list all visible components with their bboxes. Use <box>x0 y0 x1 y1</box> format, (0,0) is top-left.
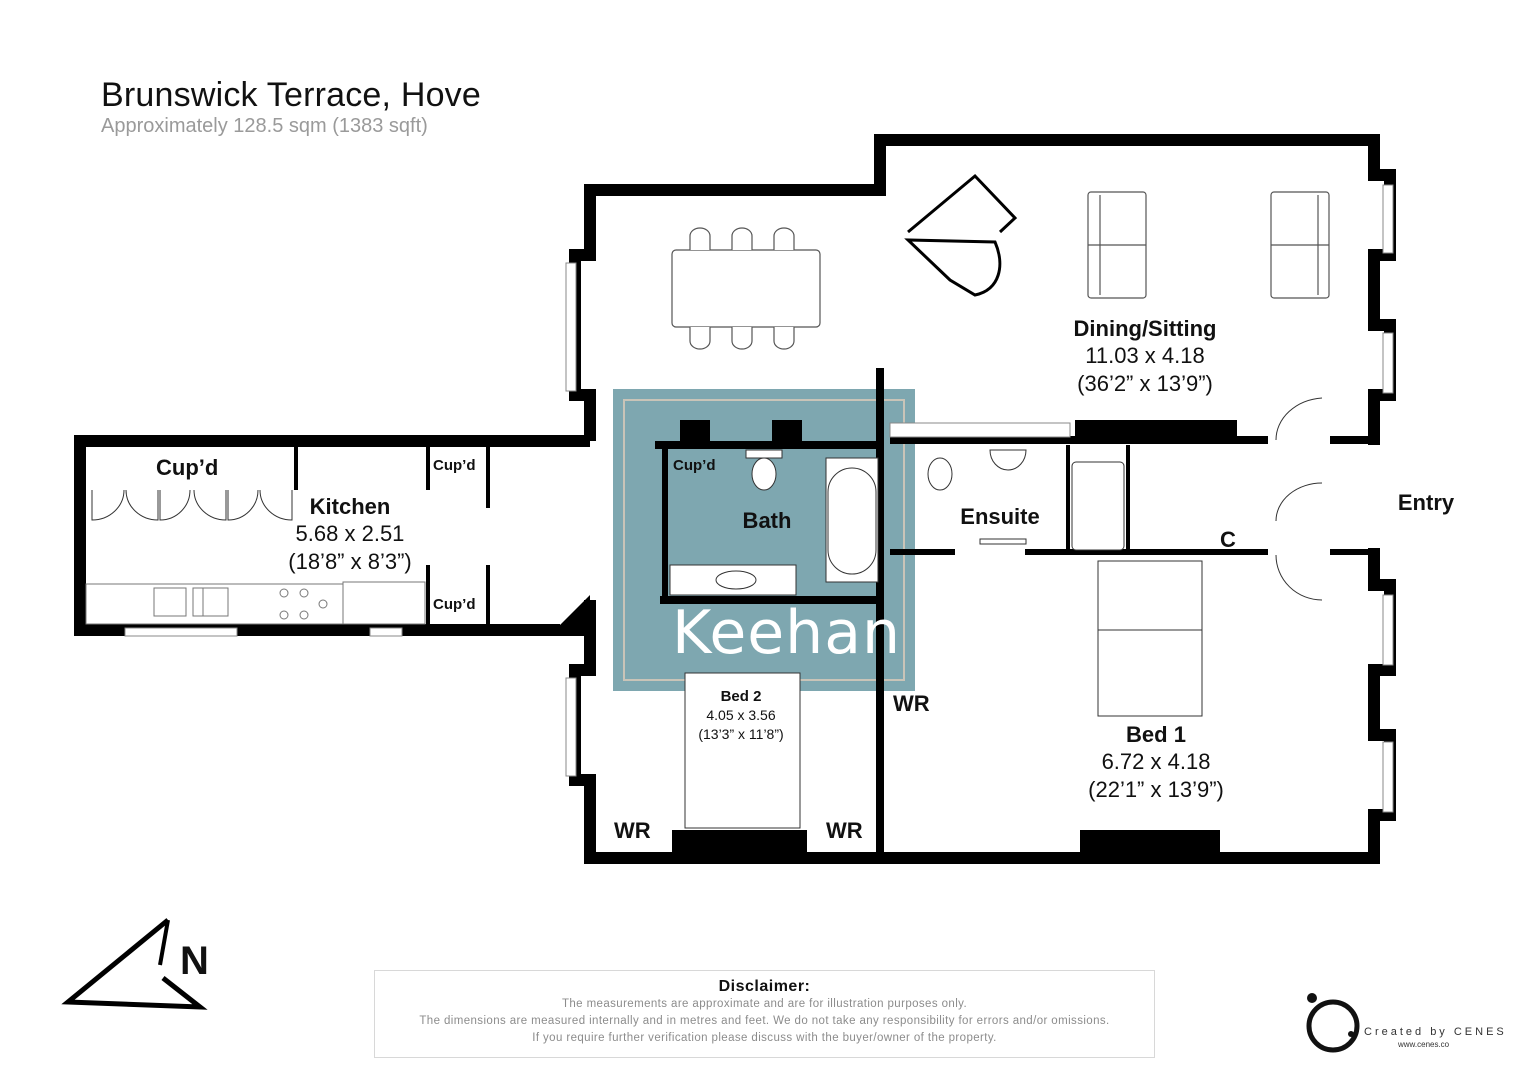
tag-cupd-kitchen-bottom: Cup’d <box>433 596 476 613</box>
bath-fixtures <box>669 449 879 596</box>
room-imperial: (22’1” x 13’9”) <box>1088 777 1224 802</box>
wall-chamfer <box>555 595 590 636</box>
compass-label: N <box>180 939 209 983</box>
tag-cupd-large: Cup’d <box>156 455 219 480</box>
dining-table <box>671 227 821 350</box>
disclaimer-line: The dimensions are measured internally a… <box>419 1015 1110 1027</box>
chimney-right <box>772 420 802 444</box>
room-name: Kitchen <box>309 494 391 519</box>
credit-text: Created by CENES <box>1364 1026 1507 1038</box>
disclaimer-heading: Disclaimer: <box>718 978 811 995</box>
chimney-breast-bed1 <box>1080 830 1220 856</box>
disclaimer-line: If you require further verification plea… <box>532 1032 997 1044</box>
chimney-breast-bed2 <box>672 830 807 856</box>
room-imperial: (36’2” x 13’9”) <box>1077 371 1213 396</box>
piano-icon <box>904 173 1018 297</box>
room-imperial: (13’3” x 11’8”) <box>698 726 784 742</box>
beds <box>684 560 1203 829</box>
room-bed2: Bed 2 4.05 x 3.56 (13’3” x 11’8”) <box>698 688 783 744</box>
tag-cupd-kitchen-top: Cup’d <box>433 457 476 474</box>
room-bath: Bath <box>743 508 792 534</box>
kitchen-units <box>85 581 426 625</box>
room-metric: 5.68 x 2.51 <box>295 521 405 546</box>
chimney-left <box>680 420 710 444</box>
watermark: Keehan <box>672 598 902 668</box>
windows <box>124 184 1394 813</box>
room-metric: 4.05 x 3.56 <box>706 707 776 723</box>
ledge <box>889 422 1071 438</box>
disclaimer-box: Disclaimer: The measurements are approxi… <box>374 970 1155 1058</box>
room-metric: 6.72 x 4.18 <box>1101 749 1211 774</box>
tag-wr-bed2-right: WR <box>826 818 863 843</box>
tag-cupboard-c: C <box>1220 527 1236 552</box>
tag-cupd-bath: Cup’d <box>673 457 716 474</box>
tag-wr-hall: WR <box>893 691 930 716</box>
entry-doors <box>1275 397 1323 601</box>
room-name: Bed 1 <box>1126 722 1186 747</box>
cenes-logo-icon <box>1306 993 1360 1053</box>
ensuite-fixtures <box>927 449 1125 551</box>
room-name: Bed 2 <box>720 688 762 705</box>
disclaimer-line: The measurements are approximate and are… <box>561 998 968 1010</box>
room-kitchen: Kitchen 5.68 x 2.51 (18’8” x 8’3”) <box>288 494 411 576</box>
room-bed1: Bed 1 6.72 x 4.18 (22’1” x 13’9”) <box>1088 722 1224 804</box>
floorplan-area: Approximately 128.5 sqm (1383 sqft) <box>101 115 428 137</box>
room-metric: 11.03 x 4.18 <box>1085 343 1205 368</box>
tag-wr-bed2-left: WR <box>614 818 651 843</box>
floorplan-title: Brunswick Terrace, Hove <box>101 76 481 114</box>
room-name: Bath <box>742 508 792 533</box>
room-name: Ensuite <box>960 504 1040 529</box>
room-entry: Entry <box>1398 490 1454 516</box>
credit-url: www.cenes.co <box>1398 1040 1450 1049</box>
chimney-breast-dining <box>1075 420 1237 444</box>
room-dining-sitting: Dining/Sitting 11.03 x 4.18 (36’2” x 13’… <box>1074 316 1217 398</box>
room-imperial: (18’8” x 8’3”) <box>288 549 412 574</box>
room-name: Entry <box>1397 490 1455 515</box>
cupboard-doors <box>91 489 293 521</box>
compass-icon <box>61 918 208 1010</box>
room-ensuite: Ensuite <box>960 504 1039 530</box>
room-name: Dining/Sitting <box>1073 316 1217 341</box>
sofas <box>1087 191 1330 299</box>
